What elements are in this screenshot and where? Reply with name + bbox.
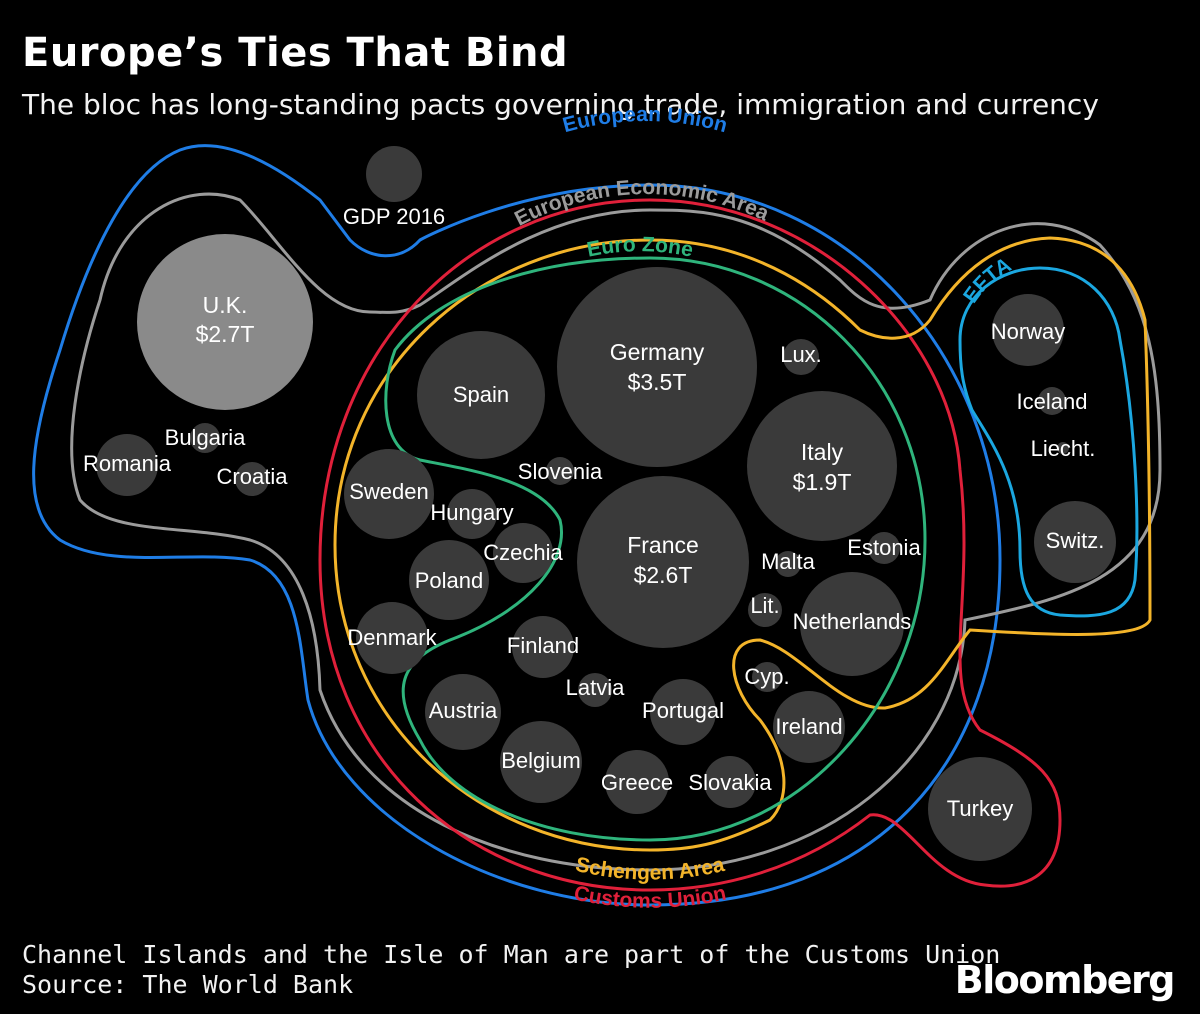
bubble-germany bbox=[557, 267, 757, 467]
customs-union-note: Channel Islands and the Isle of Man are … bbox=[22, 940, 1001, 969]
label-romania: Romania bbox=[83, 451, 172, 476]
value-france: $2.6T bbox=[634, 562, 693, 588]
label-belgium: Belgium bbox=[501, 748, 580, 773]
bubble-slovakia bbox=[704, 756, 756, 808]
label-greece: Greece bbox=[601, 770, 673, 795]
label-estonia: Estonia bbox=[847, 535, 921, 560]
label-liechtenstein: Liecht. bbox=[1031, 436, 1096, 461]
bubble-norway bbox=[992, 294, 1064, 366]
bubble-latvia bbox=[578, 673, 612, 707]
label-cyprus: Cyp. bbox=[744, 664, 789, 689]
value-germany: $3.5T bbox=[628, 369, 687, 395]
gdp-legend-bubble bbox=[366, 146, 422, 202]
label-denmark: Denmark bbox=[347, 625, 437, 650]
label-lux: Lux. bbox=[780, 342, 822, 367]
bubble-italy bbox=[747, 391, 897, 541]
efta-boundary bbox=[958, 266, 1139, 618]
label-croatia: Croatia bbox=[217, 464, 289, 489]
label-ireland: Ireland bbox=[775, 714, 842, 739]
bloomberg-logo: Bloomberg bbox=[954, 958, 1176, 1002]
gdp-legend-label: GDP 2016 bbox=[343, 204, 445, 229]
label-malta: Malta bbox=[761, 549, 816, 574]
bubble-lithuania bbox=[748, 593, 782, 627]
bubble-cyprus bbox=[752, 662, 782, 692]
chart-title: Europe’s Ties That Bind bbox=[22, 30, 569, 76]
bubble-czechia bbox=[493, 523, 553, 583]
efta-label: EFTA bbox=[959, 253, 1015, 307]
bubble-slovenia bbox=[546, 457, 574, 485]
bubble-malta bbox=[775, 551, 801, 577]
label-sweden: Sweden bbox=[349, 479, 429, 504]
label-switzerland: Switz. bbox=[1046, 528, 1105, 553]
label-portugal: Portugal bbox=[642, 698, 724, 723]
label-czechia: Czechia bbox=[483, 540, 563, 565]
bubble-belgium bbox=[500, 721, 582, 803]
value-italy: $1.9T bbox=[793, 469, 852, 495]
label-lithuania: Lit. bbox=[750, 593, 779, 618]
bubble-poland bbox=[409, 540, 489, 620]
customs-union-label: Customs Union bbox=[572, 882, 728, 913]
bubble-liechtenstein bbox=[1057, 442, 1069, 454]
bubble-austria bbox=[425, 674, 501, 750]
bubble-sweden bbox=[344, 449, 434, 539]
european-union-boundary bbox=[32, 144, 1002, 907]
label-slovenia: Slovenia bbox=[518, 459, 603, 484]
bubble-croatia bbox=[235, 462, 269, 496]
eea-boundary bbox=[70, 192, 1162, 872]
bubble-netherlands bbox=[800, 572, 904, 676]
label-uk: U.K. bbox=[203, 292, 248, 318]
label-austria: Austria bbox=[429, 698, 498, 723]
bubble-portugal bbox=[650, 679, 716, 745]
source-note: Source: The World Bank bbox=[22, 970, 354, 999]
bubble-turkey bbox=[928, 757, 1032, 861]
label-france: France bbox=[627, 532, 699, 558]
footnote: Channel Islands and the Isle of Man are … bbox=[22, 940, 1000, 1000]
label-latvia: Latvia bbox=[566, 675, 625, 700]
euro-zone-boundary bbox=[384, 256, 927, 842]
bubble-lux bbox=[783, 339, 819, 375]
bubble-switzerland bbox=[1034, 501, 1116, 583]
eea-label: European Economic Area bbox=[511, 176, 773, 231]
schengen-label: Schengen Area bbox=[573, 853, 726, 885]
label-iceland: Iceland bbox=[1017, 389, 1088, 414]
bubble-finland bbox=[512, 616, 574, 678]
label-netherlands: Netherlands bbox=[793, 609, 912, 634]
label-germany: Germany bbox=[610, 339, 705, 365]
schengen-boundary bbox=[333, 236, 1152, 852]
bubble-france bbox=[577, 476, 749, 648]
customs-union-boundary bbox=[318, 198, 1062, 892]
bubble-spain bbox=[417, 331, 545, 459]
bubble-uk bbox=[137, 234, 313, 410]
label-poland: Poland bbox=[415, 568, 484, 593]
label-norway: Norway bbox=[991, 319, 1066, 344]
bubble-romania bbox=[96, 434, 158, 496]
chart-subtitle: The bloc has long-standing pacts governi… bbox=[22, 88, 1099, 121]
bubble-estonia bbox=[868, 532, 900, 564]
label-finland: Finland bbox=[507, 633, 579, 658]
bubble-ireland bbox=[773, 691, 845, 763]
label-hungary: Hungary bbox=[430, 500, 513, 525]
label-bulgaria: Bulgaria bbox=[165, 425, 246, 450]
european-union-label: European Union bbox=[560, 103, 729, 137]
label-spain: Spain bbox=[453, 382, 509, 407]
value-uk: $2.7T bbox=[196, 321, 255, 347]
label-italy: Italy bbox=[801, 439, 844, 465]
label-turkey: Turkey bbox=[947, 796, 1013, 821]
bubble-greece bbox=[605, 750, 669, 814]
bubble-denmark bbox=[356, 602, 428, 674]
bubble-hungary bbox=[447, 489, 497, 539]
bubble-iceland bbox=[1038, 387, 1066, 415]
label-slovakia: Slovakia bbox=[688, 770, 772, 795]
bubble-bulgaria bbox=[190, 423, 220, 453]
